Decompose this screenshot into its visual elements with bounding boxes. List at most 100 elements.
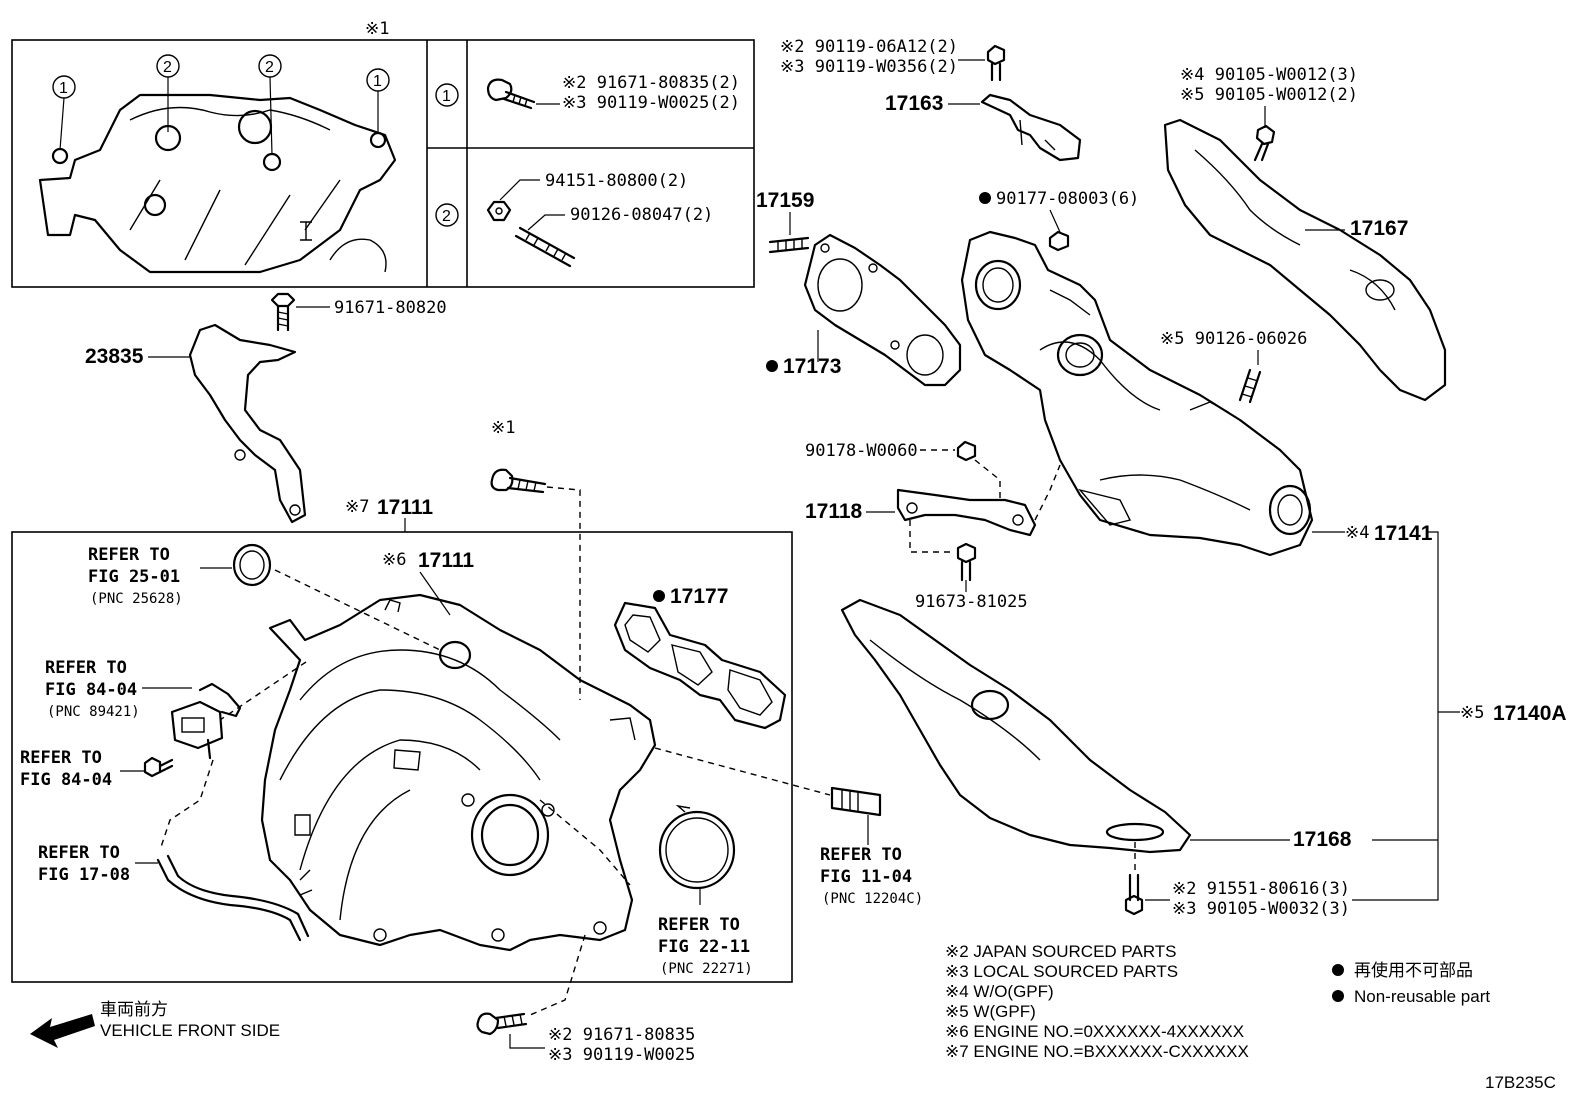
callout-1-right: 1 xyxy=(366,68,390,134)
svg-text:17118: 17118 xyxy=(805,500,863,523)
inset-row-1: 1 ※2 91671-80835(2) ※3 90119-W0025(2) xyxy=(435,73,740,113)
svg-text:車両前方: 車両前方 xyxy=(100,1000,168,1019)
svg-text:※5 90105-W0012(2): ※5 90105-W0012(2) xyxy=(1180,85,1358,105)
svg-text:REFER TO: REFER TO xyxy=(38,843,120,863)
svg-text:91673-81025: 91673-81025 xyxy=(915,592,1028,612)
svg-text:1: 1 xyxy=(442,88,451,105)
svg-text:※5 90126-06026: ※5 90126-06026 xyxy=(1160,329,1307,349)
nut-icon xyxy=(486,200,512,222)
svg-text:17173: 17173 xyxy=(783,355,841,378)
hose-part xyxy=(156,854,310,942)
svg-text:REFER TO: REFER TO xyxy=(658,915,740,935)
svg-text:17177: 17177 xyxy=(670,585,728,608)
figure-code: 17B235C xyxy=(1485,1073,1556,1092)
bolt-icon xyxy=(486,78,536,110)
svg-text:再使用不可部品: 再使用不可部品 xyxy=(1354,960,1473,980)
bolt-icon xyxy=(986,44,1006,82)
front-arrow-icon xyxy=(30,1014,95,1048)
svg-text:REFER TO: REFER TO xyxy=(20,748,102,768)
sensor-part xyxy=(170,682,242,760)
svg-text:※3 90119-W0356(2): ※3 90119-W0356(2) xyxy=(780,57,958,77)
bolt-icon xyxy=(1124,873,1144,916)
svg-text:1: 1 xyxy=(373,73,382,90)
svg-text:※7: ※7 xyxy=(345,497,369,517)
oring-large xyxy=(658,804,736,890)
svg-text:FIG 25-01: FIG 25-01 xyxy=(88,567,180,587)
svg-text:1: 1 xyxy=(59,80,68,97)
svg-text:※3 90105-W0032(3): ※3 90105-W0032(3) xyxy=(1172,899,1350,919)
svg-text:VEHICLE FRONT SIDE: VEHICLE FRONT SIDE xyxy=(100,1021,280,1040)
svg-text:REFER TO: REFER TO xyxy=(820,845,902,865)
svg-text:※6 ENGINE NO.=0XXXXXX-4XXXXXX: ※6 ENGINE NO.=0XXXXXX-4XXXXXX xyxy=(945,1022,1244,1041)
svg-text:(PNC 12204C): (PNC 12204C) xyxy=(822,891,923,907)
inset-panel: ※1 1 2 2 xyxy=(11,19,755,288)
part-17118 xyxy=(896,488,1037,537)
svg-text:17141: 17141 xyxy=(1374,522,1433,545)
svg-text:※2 91551-80616(3): ※2 91551-80616(3) xyxy=(1172,879,1350,899)
svg-text:90178-W0060: 90178-W0060 xyxy=(805,441,918,461)
pipe-fitting xyxy=(830,786,882,817)
svg-text:17167: 17167 xyxy=(1350,217,1408,240)
svg-text:17163: 17163 xyxy=(885,92,943,115)
manifold-group: ※7 17111 ※1 REFER TO FIG 25-01 (PNC 2562… xyxy=(11,418,923,1065)
stud-icon xyxy=(768,236,810,254)
gasket-17173 xyxy=(803,233,962,387)
svg-text:REFER TO: REFER TO xyxy=(88,545,170,565)
svg-text:FIG 84-04: FIG 84-04 xyxy=(45,680,137,700)
bolt-icon xyxy=(956,542,977,582)
svg-text:※5 W(GPF): ※5 W(GPF) xyxy=(945,1002,1036,1021)
svg-text:90177-08003(6): 90177-08003(6) xyxy=(996,189,1139,209)
svg-text:FIG 11-04: FIG 11-04 xyxy=(820,867,912,887)
screw-icon xyxy=(143,756,174,778)
svg-text:90126-08047(2): 90126-08047(2) xyxy=(570,205,713,225)
flange-sketch xyxy=(38,93,397,274)
bolt-icon xyxy=(476,1012,528,1036)
svg-text:※2 91671-80835(2): ※2 91671-80835(2) xyxy=(562,73,740,93)
nut-icon xyxy=(1048,230,1070,252)
callout-1-left: 1 xyxy=(52,75,76,151)
inset-frame xyxy=(11,39,755,288)
svg-text:※4 90105-W0012(3): ※4 90105-W0012(3) xyxy=(1180,65,1358,85)
callout-2-right: 2 xyxy=(258,54,282,156)
svg-text:2: 2 xyxy=(442,208,451,225)
svg-text:※2 91671-80835: ※2 91671-80835 xyxy=(548,1025,695,1045)
inset-marker: ※1 xyxy=(365,19,389,39)
svg-text:REFER TO: REFER TO xyxy=(45,658,127,678)
svg-text:17168: 17168 xyxy=(1293,828,1352,851)
exhaust-manifold xyxy=(960,230,1314,557)
svg-text:※5: ※5 xyxy=(1460,703,1484,723)
manifold-frame xyxy=(11,531,793,983)
legend: 再使用不可部品 Non-reusable part xyxy=(1332,960,1490,1006)
svg-text:※2 JAPAN SOURCED PARTS: ※2 JAPAN SOURCED PARTS xyxy=(945,942,1177,961)
svg-text:(PNC 25628): (PNC 25628) xyxy=(90,591,183,607)
svg-text:91671-80820: 91671-80820 xyxy=(334,298,447,318)
svg-text:Non-reusable part: Non-reusable part xyxy=(1354,987,1490,1006)
svg-text:94151-80800(2): 94151-80800(2) xyxy=(545,171,688,191)
stud-icon xyxy=(1238,368,1262,404)
svg-text:23835: 23835 xyxy=(85,345,144,368)
nut-icon xyxy=(956,440,977,462)
svg-text:17111: 17111 xyxy=(377,496,433,519)
svg-text:※7 ENGINE NO.=BXXXXXX-CXXXXXX: ※7 ENGINE NO.=BXXXXXX-CXXXXXX xyxy=(945,1042,1249,1061)
svg-text:(PNC 89421): (PNC 89421) xyxy=(47,704,140,720)
vehicle-front-indicator: 車両前方 VEHICLE FRONT SIDE xyxy=(30,1000,280,1048)
svg-text:(PNC 22271): (PNC 22271) xyxy=(660,961,753,977)
svg-text:※3 90119-W0025: ※3 90119-W0025 xyxy=(548,1045,695,1065)
callout-2-left: 2 xyxy=(156,54,180,132)
svg-text:※2 90119-06A12(2): ※2 90119-06A12(2) xyxy=(780,37,958,57)
part-17167 xyxy=(1163,118,1447,402)
svg-text:FIG 84-04: FIG 84-04 xyxy=(20,770,112,790)
svg-text:17140A: 17140A xyxy=(1493,702,1567,725)
svg-text:※4: ※4 xyxy=(1345,523,1369,543)
bolt-icon xyxy=(490,468,547,494)
svg-text:※3 90119-W0025(2): ※3 90119-W0025(2) xyxy=(562,93,740,113)
svg-text:FIG 17-08: FIG 17-08 xyxy=(38,865,130,885)
gasket-ring-small xyxy=(232,543,272,587)
bolt-icon xyxy=(1253,124,1276,162)
svg-text:2: 2 xyxy=(163,59,172,76)
part-17168 xyxy=(840,598,1192,854)
svg-text:※1: ※1 xyxy=(491,418,515,438)
notes: ※2 JAPAN SOURCED PARTS ※3 LOCAL SOURCED … xyxy=(945,942,1249,1061)
